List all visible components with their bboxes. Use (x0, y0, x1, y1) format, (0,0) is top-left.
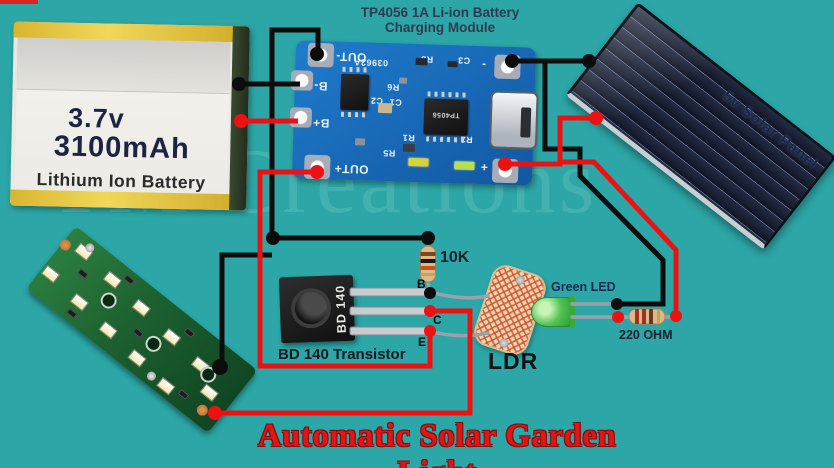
transistor-leg-emitter (349, 326, 432, 336)
smd-led (127, 348, 147, 368)
silk-r1: R1 (402, 132, 415, 144)
smd-led (102, 270, 123, 290)
junction-led-cathode (611, 298, 623, 310)
label-10k: 10K (440, 249, 470, 266)
bd140-transistor: BD 140 (278, 274, 356, 344)
module-heading: TP4056 1A Li-ion Battery Charging Module (340, 5, 540, 35)
smd-led (131, 298, 151, 318)
chip-marking: TP4056 (432, 110, 460, 119)
band (642, 309, 646, 324)
smd-led (69, 292, 90, 312)
chip1-pins-bottom (340, 111, 367, 118)
module-heading-line1: TP4056 1A Li-ion Battery (360, 5, 520, 20)
transistor-mounting-hole (290, 287, 332, 329)
pad-out-plus (303, 154, 331, 180)
solder-pad (57, 237, 74, 253)
silk-r6: R6 (386, 82, 400, 93)
label-pin-collector: C (433, 313, 442, 327)
silk-b-minus: B- (313, 78, 328, 94)
band (420, 273, 436, 276)
tp4056-module: OUT- B- B+ OUT+ - + 03962A R3 C3 R6 C2 C… (289, 40, 539, 186)
silk-c3: C3 (457, 55, 471, 66)
smd-part (415, 58, 428, 66)
smd-led (156, 376, 176, 396)
green-led (531, 296, 575, 328)
smd-part (447, 61, 458, 68)
pad-in-minus (494, 54, 521, 80)
lithium-battery: 3.7v 3100mAh Lithium Ion Battery (10, 21, 250, 211)
pad-out-minus (307, 42, 335, 68)
smd-part (402, 143, 416, 153)
smd-resistor (177, 389, 190, 400)
pad-b-minus (290, 70, 314, 91)
label-220ohm: 220 OHM (619, 328, 673, 342)
battery-capacity: 3100mAh (53, 130, 191, 166)
label-green-led: Green LED (551, 280, 616, 294)
band (657, 309, 660, 324)
smd-capacitor (377, 102, 393, 114)
silk-plus: + (480, 160, 489, 175)
silk-out-plus: OUT+ (333, 161, 369, 177)
ldr-lead-top (431, 291, 490, 300)
silk-minus: - (481, 58, 487, 73)
module-heading-line2: Charging Module (384, 20, 496, 35)
label-pin-base: B (417, 277, 426, 291)
smd-resistor (123, 274, 135, 286)
band (420, 252, 436, 256)
transistor-leg-collector (349, 306, 432, 316)
band (420, 266, 436, 270)
board-screw (145, 369, 158, 383)
label-transistor: BD 140 Transistor (278, 346, 406, 363)
smd-led (40, 264, 61, 284)
smd-led (98, 320, 118, 340)
band (420, 259, 436, 263)
usb-slot (520, 107, 532, 138)
smd-led (161, 327, 182, 347)
board-hole (97, 289, 120, 312)
smd-led (199, 383, 219, 402)
charge-led-red (408, 157, 429, 167)
battery-shine (16, 37, 231, 95)
resistor-220 (628, 308, 666, 325)
smd-resistor (183, 327, 195, 339)
pad-in-plus (491, 158, 519, 184)
solar-panel: 5v Solar Panel (565, 2, 834, 251)
resistor-220-body (628, 308, 666, 325)
solar-panel-label: 5v Solar Panel (719, 87, 822, 173)
junction-220-left (612, 311, 624, 323)
led-strip-board (26, 226, 258, 434)
smd-resistor (65, 307, 78, 319)
micro-usb-port (488, 90, 539, 150)
ldr-screw (514, 274, 526, 286)
charge-led-green (454, 161, 475, 170)
solder-pad (194, 402, 211, 418)
page-title: Automatic Solar Garden Light (257, 418, 617, 468)
chip1-pins-top (342, 66, 369, 73)
smd-resistor (132, 327, 144, 339)
label-pin-emitter: E (418, 335, 427, 349)
smd-part (398, 77, 408, 84)
resistor10k-leads (426, 238, 432, 295)
silk-b-plus: B+ (312, 115, 330, 131)
pad-b-plus (289, 107, 313, 128)
smd-part (354, 138, 366, 146)
band (635, 309, 639, 324)
silk-r5: R5 (382, 148, 396, 159)
transistor-marking: BD 140 (333, 284, 349, 334)
green-led-flange (570, 296, 575, 328)
smd-resistor (77, 268, 89, 280)
ic-chip-small (340, 73, 370, 111)
battery-label-face: 3.7v 3100mAh Lithium Ion Battery (14, 37, 231, 195)
chip2-pins-top (427, 91, 466, 98)
frame-artifact (0, 0, 38, 4)
band (649, 309, 653, 324)
label-ldr: LDR (488, 348, 539, 374)
junction-220-right (670, 310, 682, 322)
chip2-pins-bottom (426, 136, 465, 143)
ic-chip-tp4056: TP4056 (423, 98, 469, 136)
